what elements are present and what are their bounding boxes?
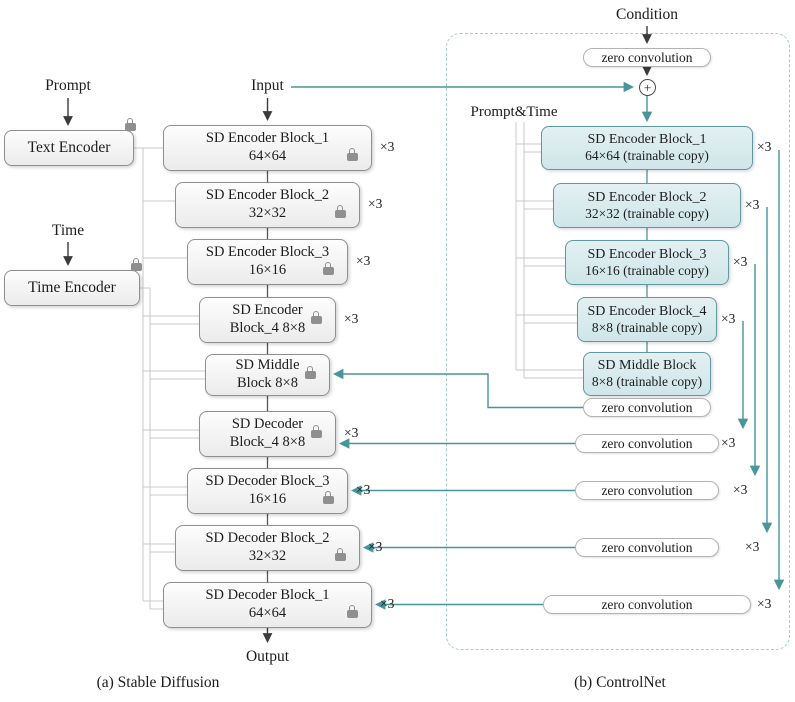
block-title: SD Encoder Block_2 [587, 189, 707, 205]
block-title: SD Middle Block [597, 358, 697, 374]
zero-convolution-dec2: zero convolution [575, 538, 719, 557]
times-3-label: ×3 [380, 139, 395, 154]
sd-decoder-block-4: SD Decoder Block_4 8×8 [199, 411, 336, 457]
block-subtitle: 32×32 [248, 548, 287, 564]
times-3-label: ×3 [380, 596, 395, 611]
input-label: Input [251, 77, 284, 94]
block-title: SD Decoder Block_1 [205, 587, 330, 604]
block-subtitle: 32×32 (trainable copy) [585, 205, 709, 221]
zero-convolution-top: zero convolution [583, 48, 711, 67]
lock-icon [323, 262, 334, 275]
block-subtitle: Block_4 8×8 [229, 434, 306, 450]
block-title: SD Encoder Block_4 [587, 303, 707, 319]
output-label: Output [245, 648, 290, 665]
block-title: SD Encoder Block_3 [587, 246, 707, 262]
lock-icon [125, 118, 136, 131]
block-title: SD Decoder [231, 416, 304, 433]
lock-icon [335, 548, 346, 561]
zero-convolution-dec3: zero convolution [575, 481, 719, 500]
block-title: SD Encoder Block_2 [205, 187, 330, 204]
condition-label: Condition [615, 6, 678, 23]
times-3-label: ×3 [721, 435, 736, 450]
lock-icon [347, 605, 358, 618]
times-3-label: ×3 [356, 482, 371, 497]
zero-convolution-dec1: zero convolution [543, 595, 751, 614]
time-encoder-block: Time Encoder [4, 258, 142, 306]
times-3-label: ×3 [368, 539, 383, 554]
times-3-label: ×3 [745, 539, 760, 554]
block-title: SD Decoder Block_3 [205, 473, 330, 490]
sd-decoder-block-1: SD Decoder Block_1 64×64 [163, 582, 372, 628]
cn-encoder-block-3: SD Encoder Block_3 16×16 (trainable copy… [565, 240, 729, 285]
times-3-label: ×3 [757, 596, 772, 611]
block-subtitle: 32×32 [248, 205, 287, 221]
lock-icon [131, 258, 142, 271]
lock-icon [347, 148, 358, 161]
times-3-label: ×3 [721, 311, 736, 326]
block-subtitle: 64×64 [248, 148, 287, 164]
block-subtitle: 16×16 (trainable copy) [585, 262, 709, 278]
block-subtitle: 16×16 [248, 262, 287, 278]
times-3-label: ×3 [356, 253, 371, 268]
plus-circle-icon: + [639, 79, 656, 96]
times-3-label: ×3 [344, 425, 359, 440]
times-3-label: ×3 [733, 482, 748, 497]
times-3-label: ×3 [368, 196, 383, 211]
sd-encoder-block-1: SD Encoder Block_1 64×64 [163, 125, 372, 171]
zero-convolution-middle: zero convolution [583, 398, 711, 417]
block-subtitle: 8×8 (trainable copy) [591, 374, 703, 390]
block-subtitle: 64×64 (trainable copy) [585, 148, 709, 164]
times-3-label: ×3 [745, 197, 760, 212]
block-title: SD Encoder Block_1 [587, 132, 707, 148]
lock-icon [311, 425, 322, 438]
sd-middle-block: SD Middle Block 8×8 [205, 354, 330, 396]
lock-icon [335, 205, 346, 218]
block-title: SD Encoder [232, 302, 303, 319]
sd-encoder-block-3: SD Encoder Block_3 16×16 [187, 239, 348, 285]
cn-encoder-block-1: SD Encoder Block_1 64×64 (trainable copy… [541, 126, 753, 170]
times-3-label: ×3 [344, 311, 359, 326]
block-subtitle: 16×16 [248, 491, 287, 507]
cn-encoder-block-2: SD Encoder Block_2 32×32 (trainable copy… [553, 183, 741, 228]
text-encoder-label: Text Encoder [27, 138, 111, 156]
lock-icon [323, 491, 334, 504]
lock-icon [311, 311, 322, 324]
cn-encoder-block-4: SD Encoder Block_4 8×8 (trainable copy) [577, 297, 717, 342]
lock-icon [305, 366, 316, 379]
prompt-label: Prompt [45, 77, 91, 94]
sd-encoder-block-4: SD Encoder Block_4 8×8 [199, 297, 336, 343]
sd-encoder-block-2: SD Encoder Block_2 32×32 [175, 182, 360, 228]
caption-controlnet: (b) ControlNet [574, 674, 666, 691]
zero-convolution-dec4: zero convolution [575, 434, 719, 453]
block-subtitle: 8×8 (trainable copy) [591, 319, 703, 335]
time-label: Time [51, 222, 85, 239]
block-title: SD Middle [235, 357, 300, 374]
block-title: SD Encoder Block_3 [205, 244, 330, 261]
caption-stable-diffusion: (a) Stable Diffusion [96, 674, 220, 691]
times-3-label: ×3 [757, 139, 772, 154]
sd-decoder-block-3: SD Decoder Block_3 16×16 [187, 468, 348, 514]
block-title: SD Decoder Block_2 [205, 530, 330, 547]
sd-decoder-block-2: SD Decoder Block_2 32×32 [175, 525, 360, 571]
block-subtitle: 64×64 [248, 605, 287, 621]
prompt-time-label: Prompt&Time [470, 104, 558, 120]
block-title: SD Encoder Block_1 [205, 130, 330, 147]
times-3-label: ×3 [733, 254, 748, 269]
text-encoder-block: Text Encoder [4, 118, 136, 166]
block-subtitle: Block 8×8 [237, 375, 298, 391]
time-encoder-label: Time Encoder [28, 278, 116, 296]
cn-middle-block: SD Middle Block 8×8 (trainable copy) [583, 352, 711, 396]
block-subtitle: Block_4 8×8 [229, 320, 306, 336]
